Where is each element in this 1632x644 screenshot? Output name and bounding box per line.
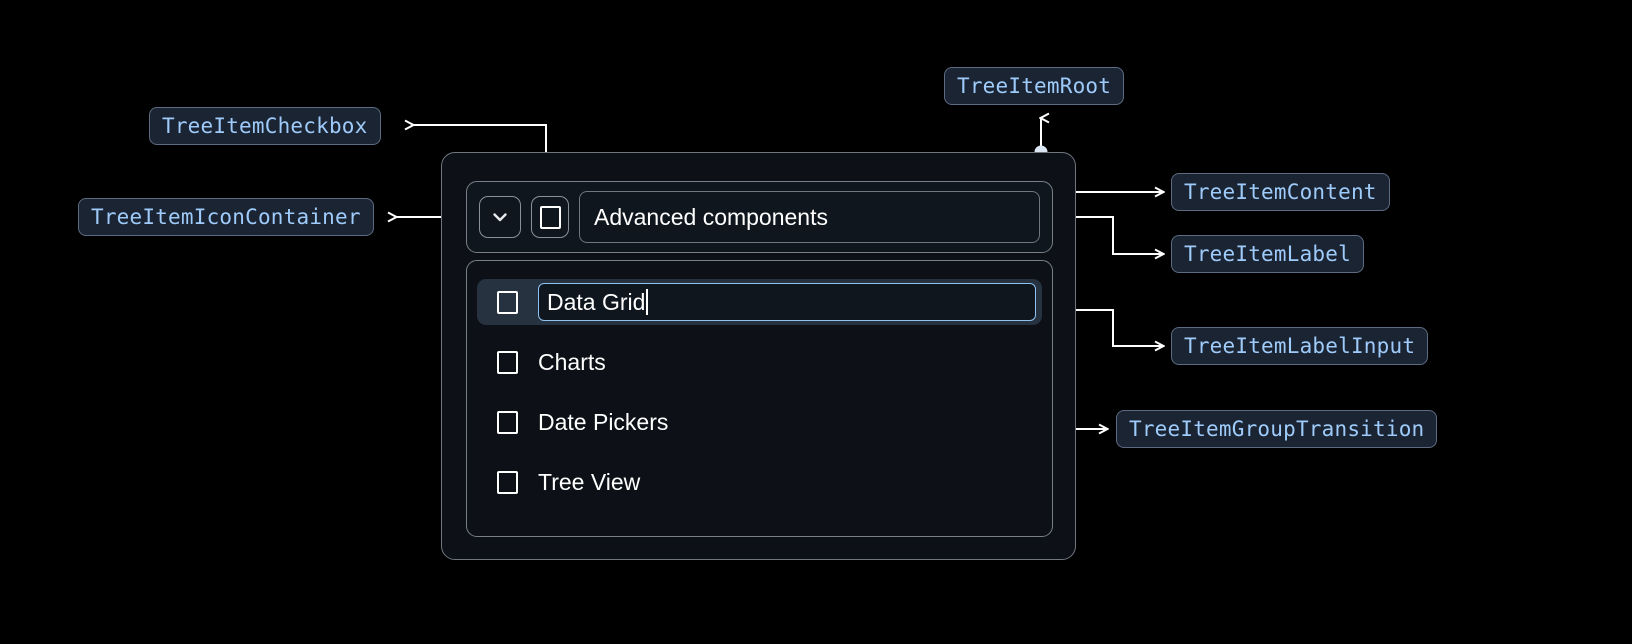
tree-item-child-row[interactable]: Charts bbox=[477, 339, 1042, 385]
annotation-chip-group-transition: TreeItemGroupTransition bbox=[1116, 410, 1438, 448]
tree-item-label: Date Pickers bbox=[538, 408, 669, 435]
tree-item-label-input-value: Data Grid bbox=[547, 288, 646, 315]
annotation-chip-icon-container: TreeItemIconContainer bbox=[78, 198, 374, 236]
checkbox-square-icon bbox=[539, 205, 561, 229]
tree-item-checkbox[interactable] bbox=[497, 410, 518, 434]
text-caret bbox=[646, 289, 648, 315]
annotation-chip-content: TreeItemContent bbox=[1171, 173, 1390, 211]
annotation-chip-checkbox: TreeItemCheckbox bbox=[149, 107, 381, 145]
tree-item-checkbox[interactable] bbox=[531, 196, 569, 238]
tree-item-content[interactable]: Advanced components bbox=[466, 181, 1053, 253]
tree-item-label: Charts bbox=[538, 348, 606, 375]
tree-item-child-row[interactable]: Date Pickers bbox=[477, 399, 1042, 445]
chevron-down-icon bbox=[488, 205, 512, 229]
tree-item-group-transition: Data Grid Charts Date Pickers Tree View bbox=[466, 260, 1053, 537]
annotation-chip-root: TreeItemRoot bbox=[944, 67, 1125, 105]
tree-item-child-row[interactable]: Tree View bbox=[477, 459, 1042, 505]
tree-item-label-input[interactable]: Data Grid bbox=[538, 283, 1036, 321]
tree-item-label[interactable]: Advanced components bbox=[579, 191, 1040, 243]
tree-item-label-text: Advanced components bbox=[594, 203, 828, 230]
tree-item-child-row[interactable]: Data Grid bbox=[477, 279, 1042, 325]
tree-item-icon-container[interactable] bbox=[479, 196, 521, 238]
tree-item-label: Tree View bbox=[538, 468, 641, 495]
tree-item-checkbox[interactable] bbox=[497, 290, 518, 314]
annotation-chip-label-input: TreeItemLabelInput bbox=[1171, 327, 1429, 365]
tree-item-checkbox[interactable] bbox=[497, 350, 518, 374]
tree-item-root: Advanced components Data Grid Charts Dat… bbox=[441, 152, 1076, 560]
annotation-chip-label: TreeItemLabel bbox=[1171, 235, 1364, 273]
tree-item-checkbox[interactable] bbox=[497, 470, 518, 494]
